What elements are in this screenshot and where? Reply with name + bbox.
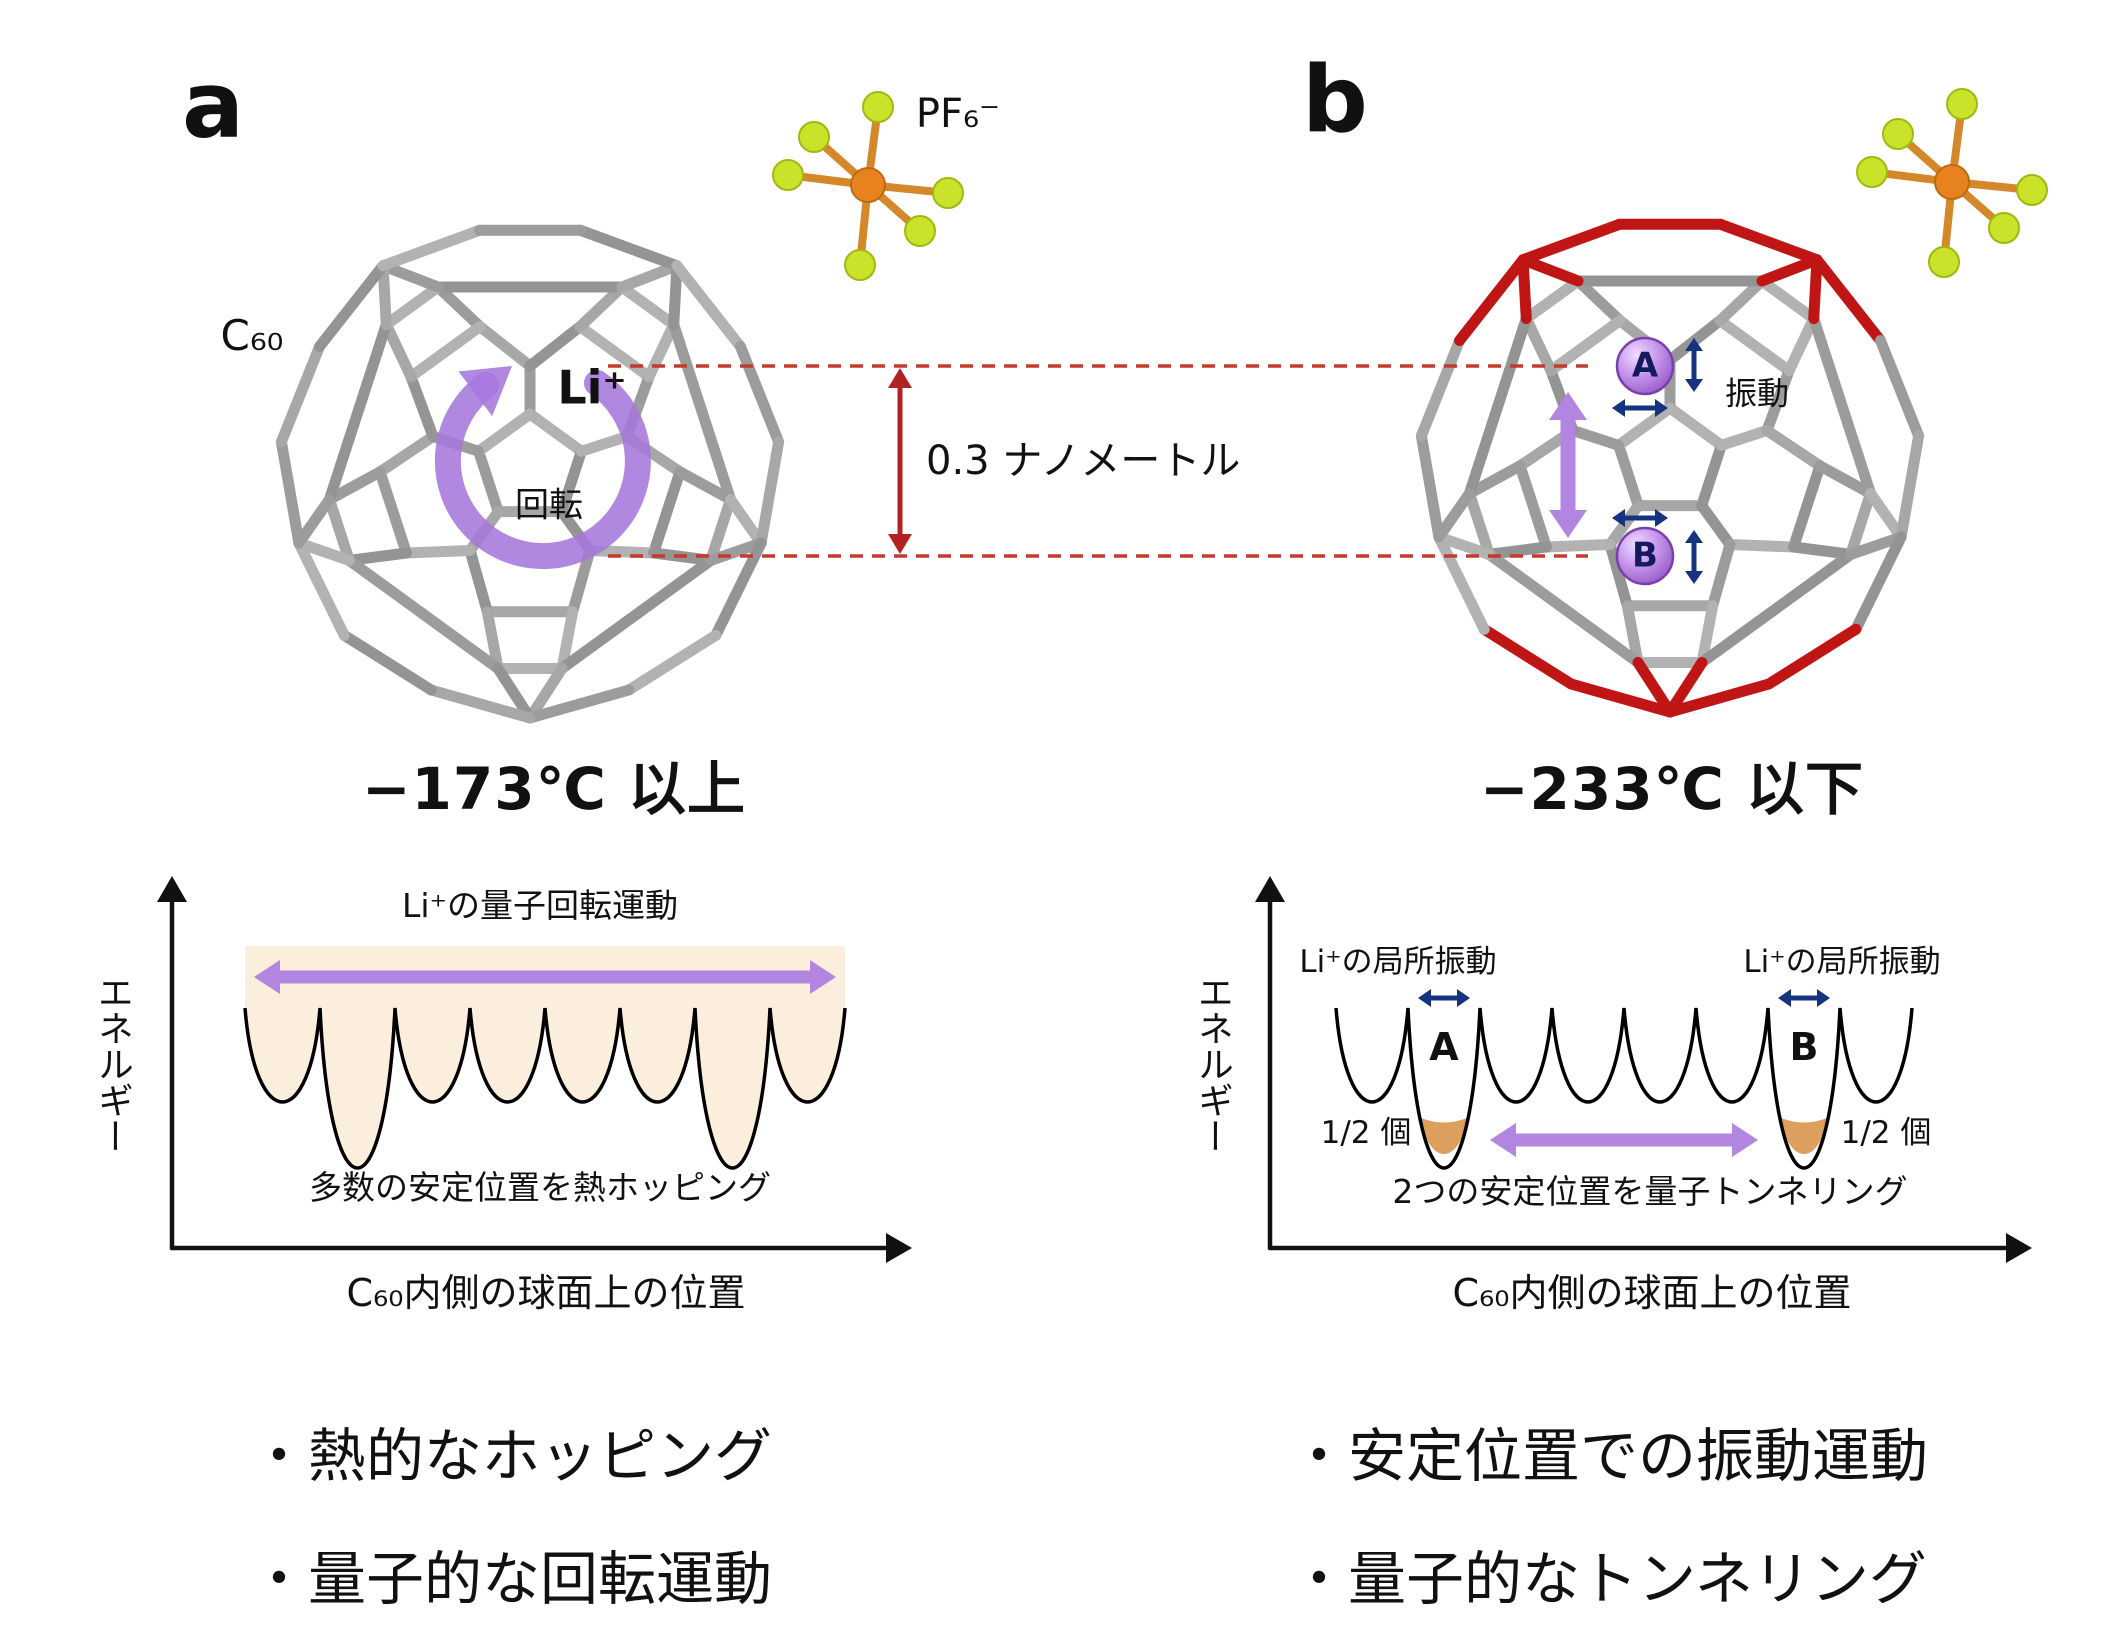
temperature-a-label: −173℃ 以上	[361, 755, 747, 824]
energy-a-x-axis-label: C₆₀内側の球面上の位置	[346, 1271, 746, 1316]
pf6-label: PF₆⁻	[915, 91, 1001, 137]
ion-motion-overlays	[434, 336, 1703, 586]
pf6-molecule-b	[1856, 88, 2048, 278]
distance-label: 0.3 ナノメートル	[926, 438, 1241, 484]
energy-a-motion-label: Li⁺の量子回転運動	[402, 885, 678, 925]
site-a-letter: A	[1631, 345, 1659, 386]
panel-b-letter: b	[1302, 46, 1368, 154]
bullet-b-vibration: ・安定位置での振動運動	[1290, 1422, 1929, 1491]
pf6-molecule-a	[772, 91, 964, 281]
rotation-label: 回転	[515, 485, 583, 526]
c60-label: C₆₀	[220, 310, 284, 360]
c60-cage-b	[1415, 218, 1925, 718]
energy-b-half-left-label: 1/2 個	[1320, 1114, 1412, 1151]
distance-guides	[608, 364, 1588, 558]
c60-cage-a	[275, 224, 785, 724]
energy-b-local-vib-right-label: Li⁺の局所振動	[1743, 943, 1941, 980]
energy-a-hopping-label: 多数の安定位置を熱ホッピング	[309, 1167, 771, 1207]
bullet-a-thermal-hopping: ・熱的なホッピング	[250, 1422, 773, 1491]
energy-b-x-axis-label: C₆₀内側の球面上の位置	[1452, 1271, 1852, 1316]
energy-b-well-b-label: B	[1789, 1025, 1819, 1070]
temperature-b-label: −233℃ 以下	[1479, 755, 1865, 824]
energy-a-y-axis-label: エネルギー	[91, 974, 133, 1154]
li-ion-label: Li⁺	[557, 360, 627, 415]
panel-a-letter: a	[182, 51, 245, 159]
energy-diagram-a	[157, 876, 912, 1263]
energy-b-tunneling-label: 2つの安定位置を量子トンネリング	[1392, 1171, 1908, 1211]
energy-diagram-b	[1255, 876, 2032, 1263]
bullet-b-tunneling: ・量子的なトンネリング	[1290, 1545, 1927, 1614]
site-b-letter: B	[1632, 535, 1658, 576]
energy-b-local-vib-left-label: Li⁺の局所振動	[1299, 943, 1497, 980]
bullet-a-quantum-rotation: ・量子的な回転運動	[250, 1545, 773, 1614]
energy-b-y-axis-label: エネルギー	[1191, 974, 1233, 1154]
energy-b-well-a-label: A	[1429, 1025, 1459, 1070]
energy-b-half-right-label: 1/2 個	[1840, 1114, 1932, 1151]
vibration-label: 振動	[1724, 374, 1790, 413]
